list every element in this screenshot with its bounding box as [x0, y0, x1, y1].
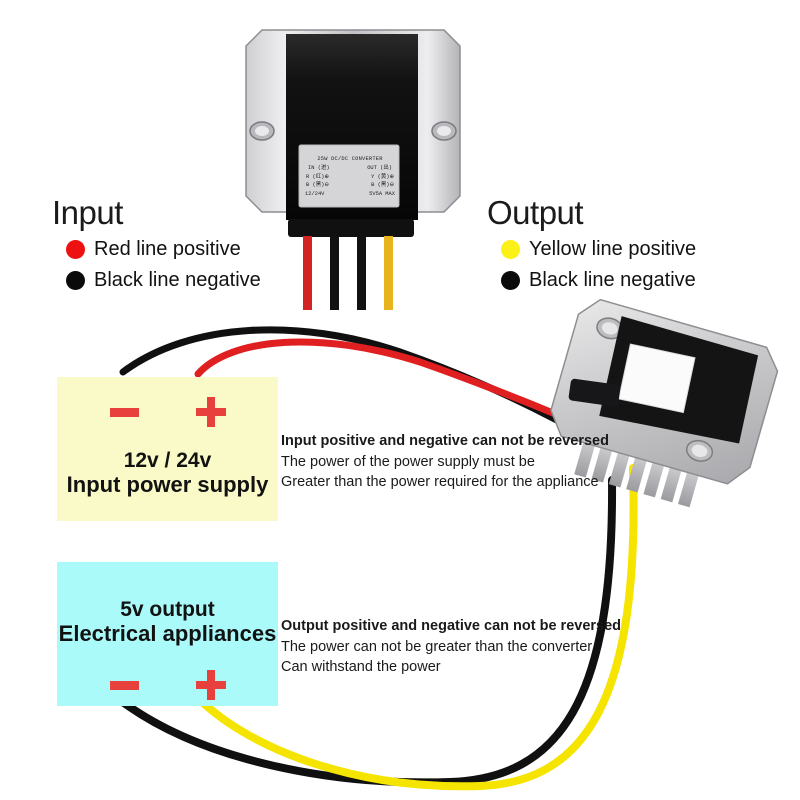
- wire-yellow-output: [196, 464, 638, 791]
- heatsink-fins: [574, 435, 701, 508]
- wire-black-output: [116, 476, 617, 787]
- secondary-device-body: [550, 298, 779, 508]
- secondary-device-sticker: [618, 343, 696, 414]
- secondary-wire-boot: [568, 378, 621, 407]
